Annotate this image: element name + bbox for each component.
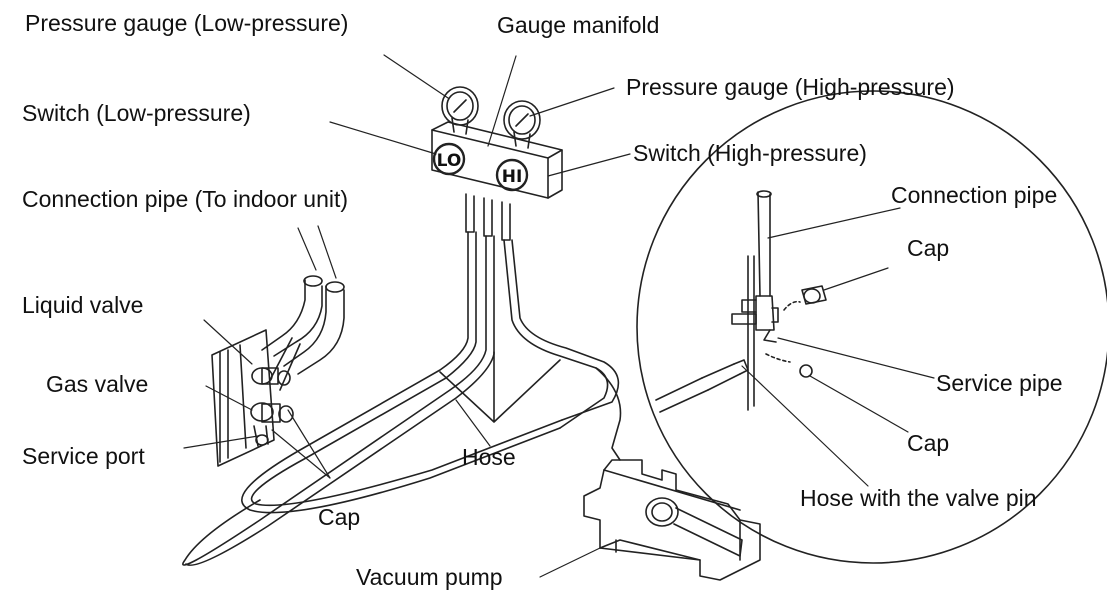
hoses — [182, 231, 622, 566]
label-pressure-gauge-high: Pressure gauge (High-pressure) — [626, 74, 955, 100]
high-switch-mark: HI — [502, 167, 523, 187]
label-vacuum-pump: Vacuum pump — [356, 564, 503, 590]
gauge-manifold — [431, 121, 563, 199]
liquid-valve — [251, 367, 291, 386]
label-gauge-manifold: Gauge manifold — [497, 12, 660, 38]
high-pressure-gauge — [503, 100, 541, 149]
label-liquid-valve: Liquid valve — [22, 292, 144, 318]
label-connection-pipe-indoor: Connection pipe (To indoor unit) — [22, 186, 349, 212]
label-cap-bottom: Cap — [318, 504, 361, 530]
detail-circle — [636, 90, 1107, 564]
label-gas-valve: Gas valve — [46, 371, 149, 397]
service-port — [255, 434, 269, 446]
hose-support-triangle — [439, 351, 561, 423]
manifold-ports — [465, 193, 511, 241]
label-service-pipe: Service pipe — [936, 370, 1063, 396]
label-cap-top-right: Cap — [907, 235, 950, 261]
indoor-connection-pipes — [261, 275, 345, 391]
label-hose-with-valve-pin: Hose with the valve pin — [800, 485, 1037, 511]
low-pressure-switch: LO — [432, 142, 466, 176]
label-hose: Hose — [462, 444, 516, 470]
high-pressure-switch: HI — [495, 158, 529, 192]
low-pressure-gauge — [441, 86, 479, 135]
gas-valve — [250, 402, 294, 447]
vacuum-pump-body — [583, 459, 761, 581]
low-switch-mark: LO — [437, 151, 462, 171]
leader-lines — [183, 54, 935, 578]
label-pressure-gauge-low: Pressure gauge (Low-pressure) — [25, 10, 349, 36]
label-switch-high: Switch (High-pressure) — [633, 140, 867, 166]
valve-panel — [211, 329, 275, 467]
label-cap-right: Cap — [907, 430, 950, 456]
label-connection-pipe: Connection pipe — [891, 182, 1058, 208]
label-switch-low: Switch (Low-pressure) — [22, 100, 251, 126]
label-service-port: Service port — [22, 443, 145, 469]
